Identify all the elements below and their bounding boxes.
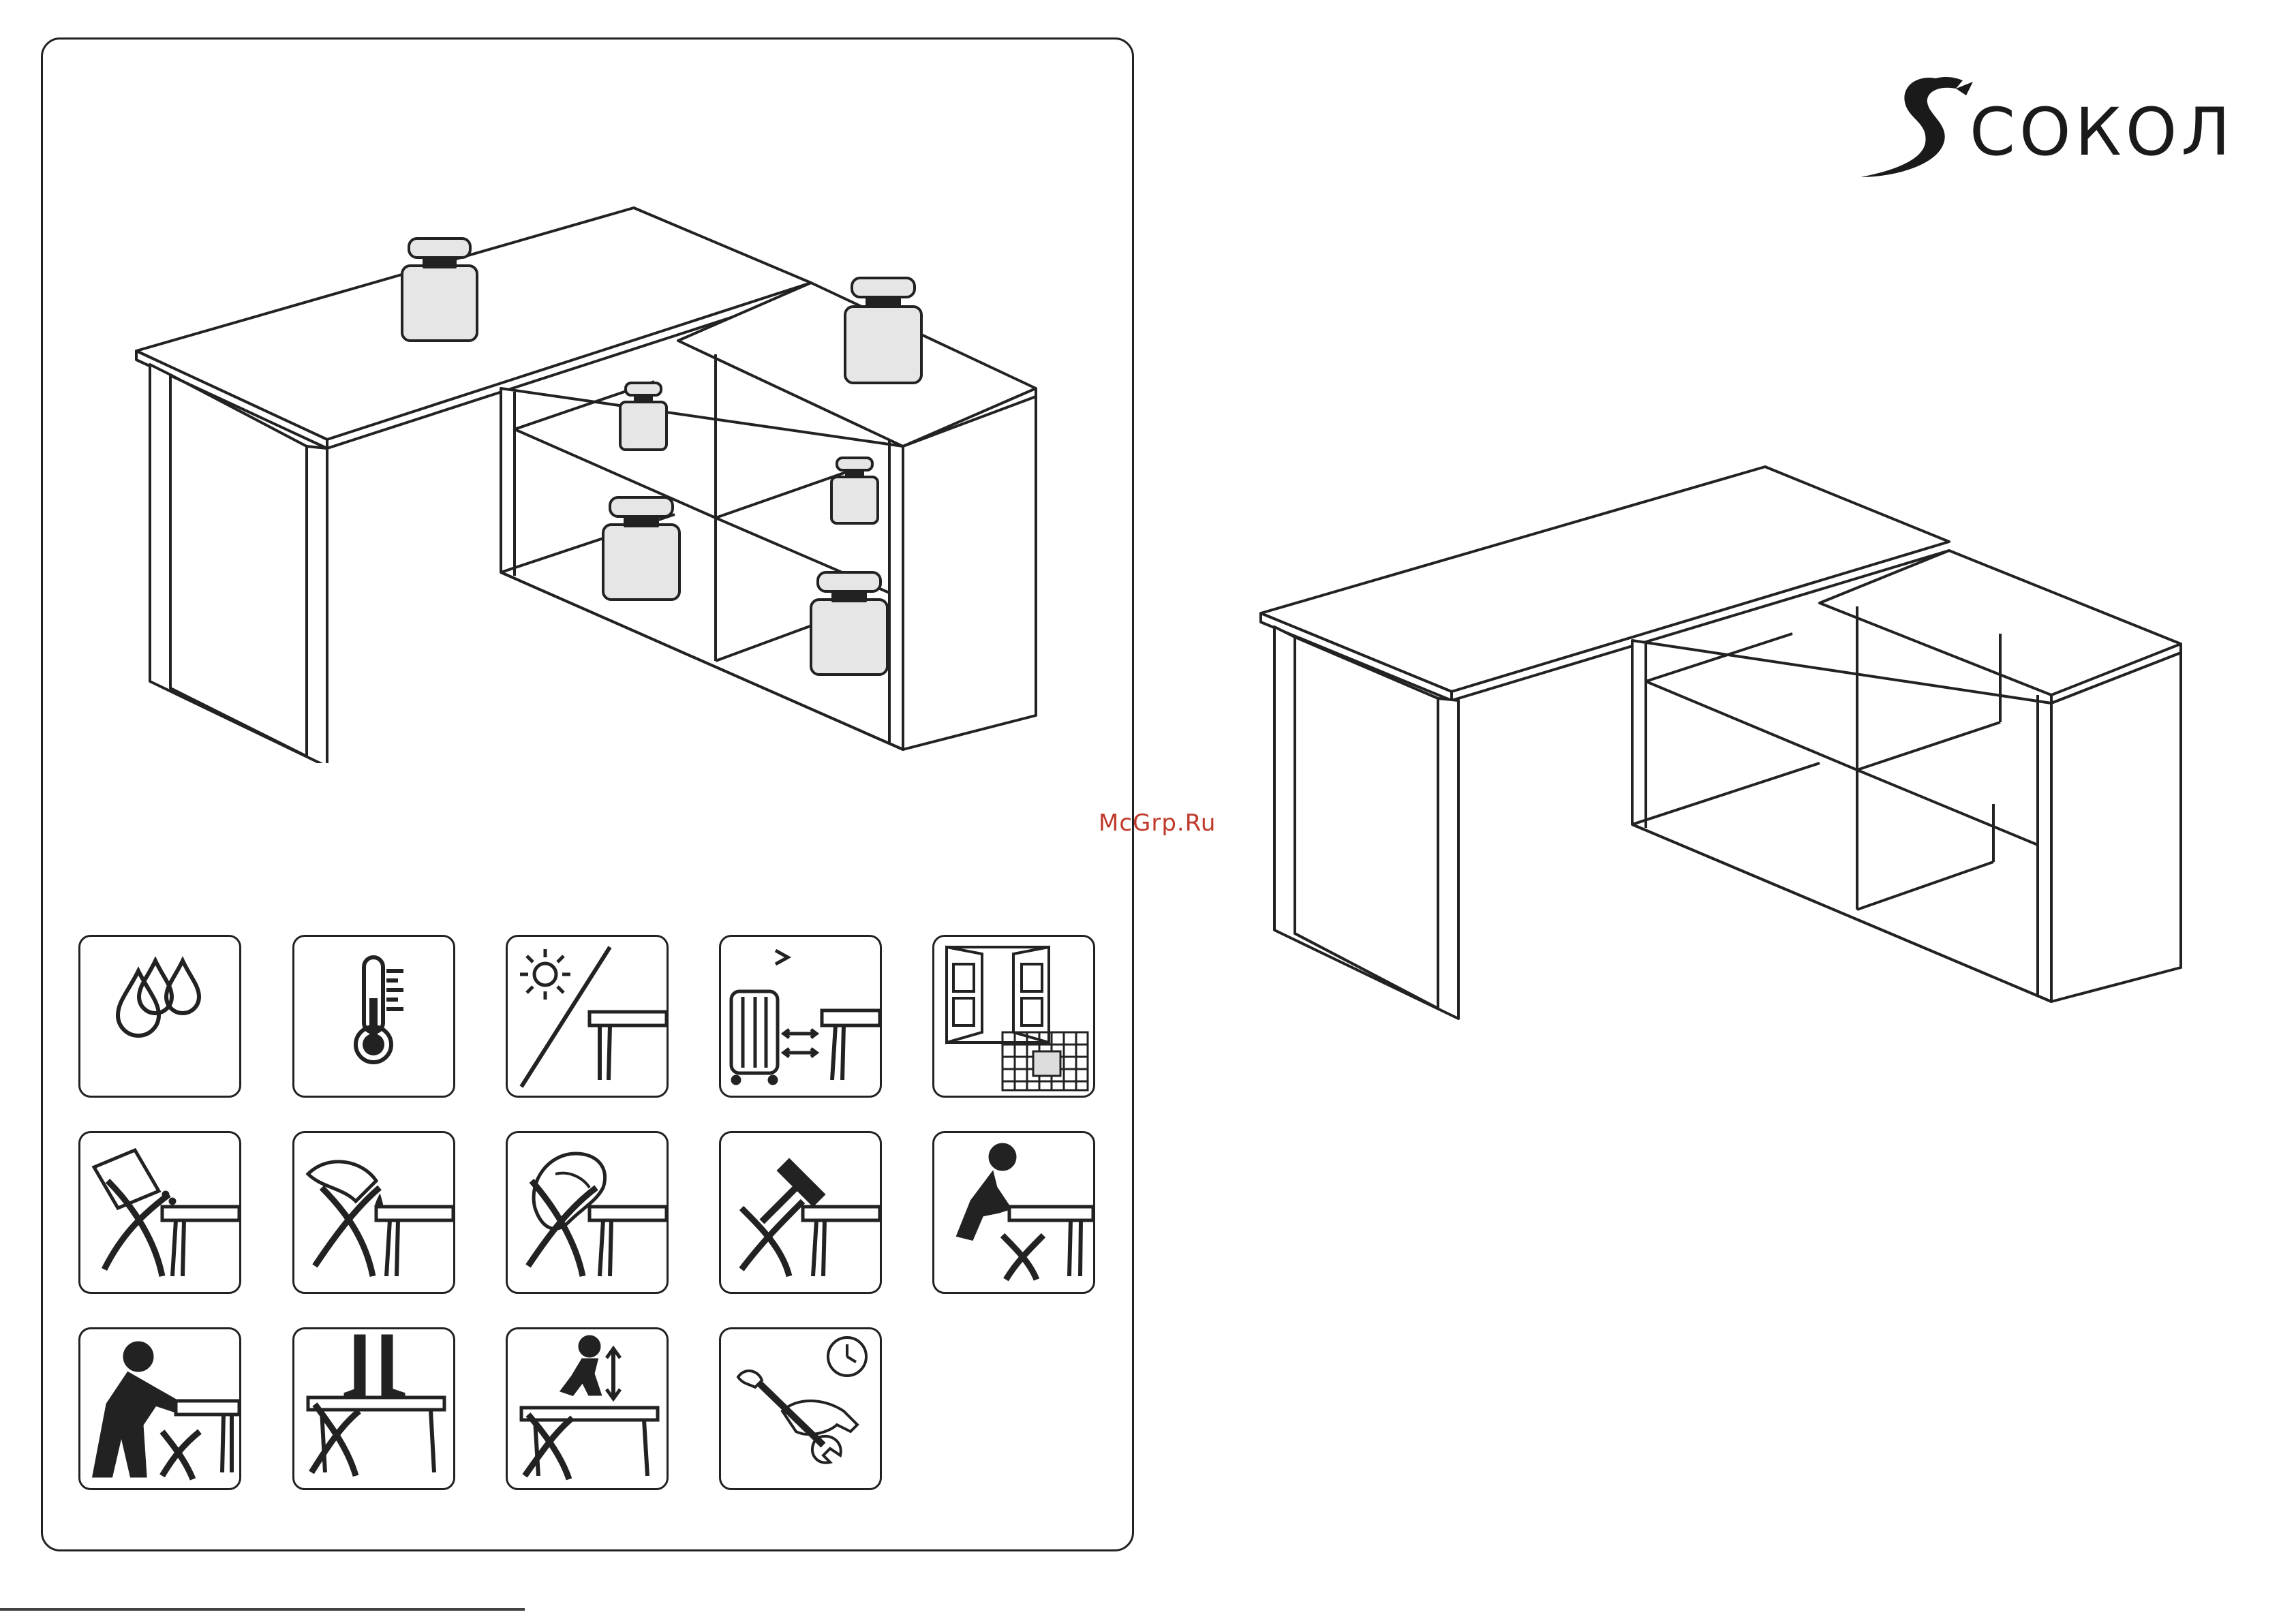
no-aggressive-cleaner-icon [506,1131,669,1294]
watermark-text: McGrp.Ru [1099,809,1216,837]
thermometer-icon [292,935,455,1098]
no-abrasive-cleaning-icon [78,1131,241,1294]
no-jumping-icon [506,1327,669,1490]
brand-logo: СОКОЛ [1854,68,2222,191]
ventilation-window-icon [932,935,1095,1098]
falcon-logo-icon [1854,68,1976,184]
no-leaning-icon [78,1327,241,1490]
periodic-tightening-icon [719,1327,882,1490]
no-impact-hammer-icon [719,1131,882,1294]
brand-name: СОКОЛ [1970,94,2235,170]
no-liquid-spill-icon [292,1131,455,1294]
desk-with-weights-illustration [129,204,1056,763]
no-standing-icon [292,1327,455,1490]
no-sitting-on-edge-icon [932,1131,1095,1294]
assembled-corner-desk-illustration [1254,463,2194,1029]
heater-distance-icon [719,935,882,1098]
footer-divider [0,1608,525,1611]
sunlight-warning-icon [506,935,669,1098]
humidity-drops-icon [78,935,241,1098]
